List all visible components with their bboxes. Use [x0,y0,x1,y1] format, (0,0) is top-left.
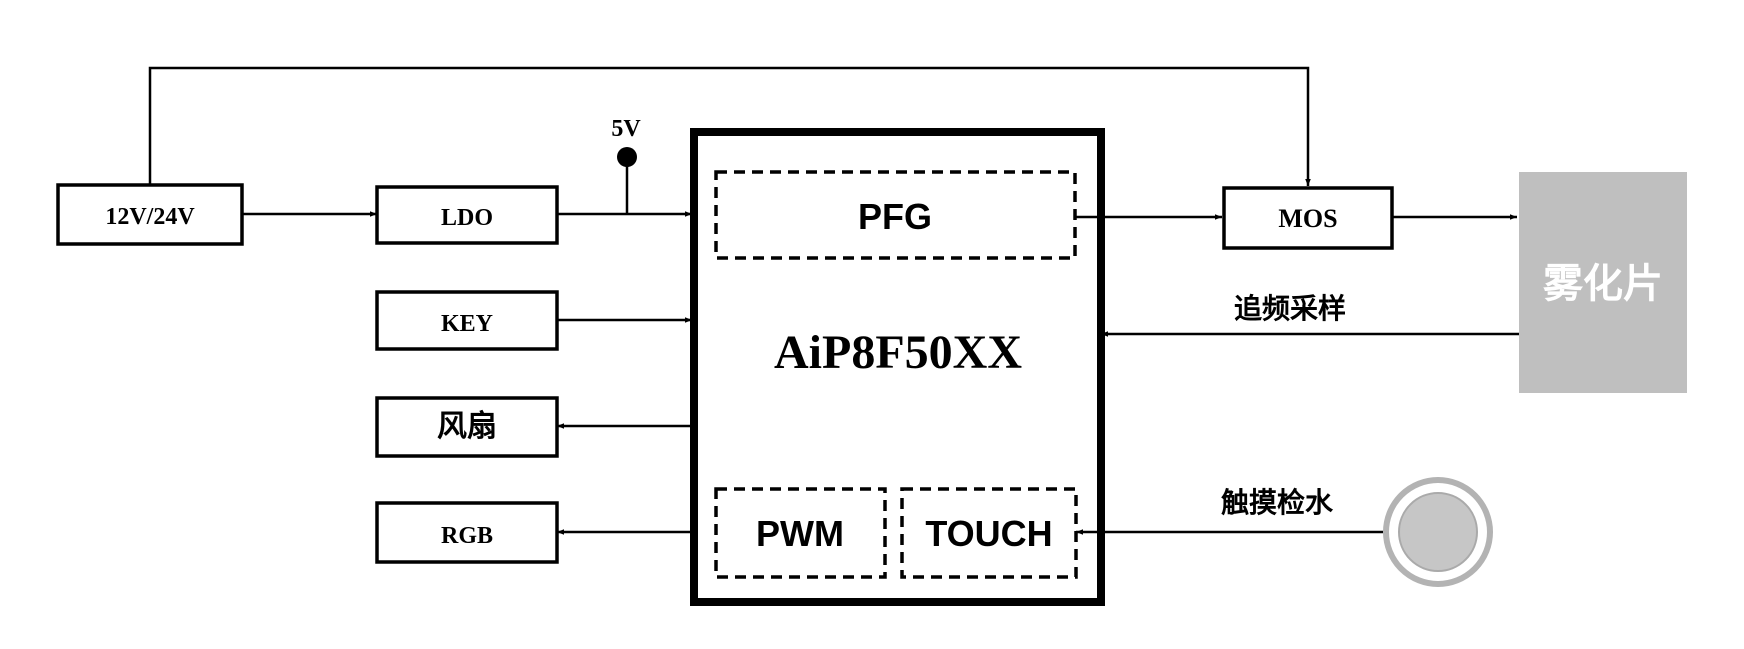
mos-label: MOS [1278,204,1337,233]
pwm-module [714,487,887,579]
freq-tracking-label: 追频采样 [1234,292,1346,324]
touch-water-detect-label: 触摸检水 [1221,486,1334,518]
key-block: KEY [375,290,559,351]
pwm-label: PWM [756,513,844,554]
fan-block: 风扇 [375,396,559,458]
atomizer-block: 雾化片 [1519,172,1687,393]
fan-label: 风扇 [437,410,497,443]
chip-block: AiP8F50XX PFG PWM TOUCH [690,128,1105,606]
node-5v-label: 5V [611,116,641,142]
touch-sensor [1383,477,1493,587]
key-label: KEY [441,311,493,337]
touch-label: TOUCH [925,513,1052,554]
pfg-module [714,170,1077,260]
pfg-label: PFG [858,196,932,237]
rgb-label: RGB [441,523,493,549]
node-5v-dot [617,147,637,167]
mos-block: MOS [1222,186,1394,250]
atomizer-label: 雾化片 [1543,262,1663,306]
rgb-block: RGB [375,501,559,564]
power-input-label: 12V/24V [105,204,195,230]
ldo-label: LDO [441,205,493,231]
power-input-block: 12V/24V [56,183,244,246]
chip-name: AiP8F50XX [774,326,1022,379]
ldo-block: LDO [375,185,559,245]
supply-to-mos-line [148,66,1311,186]
